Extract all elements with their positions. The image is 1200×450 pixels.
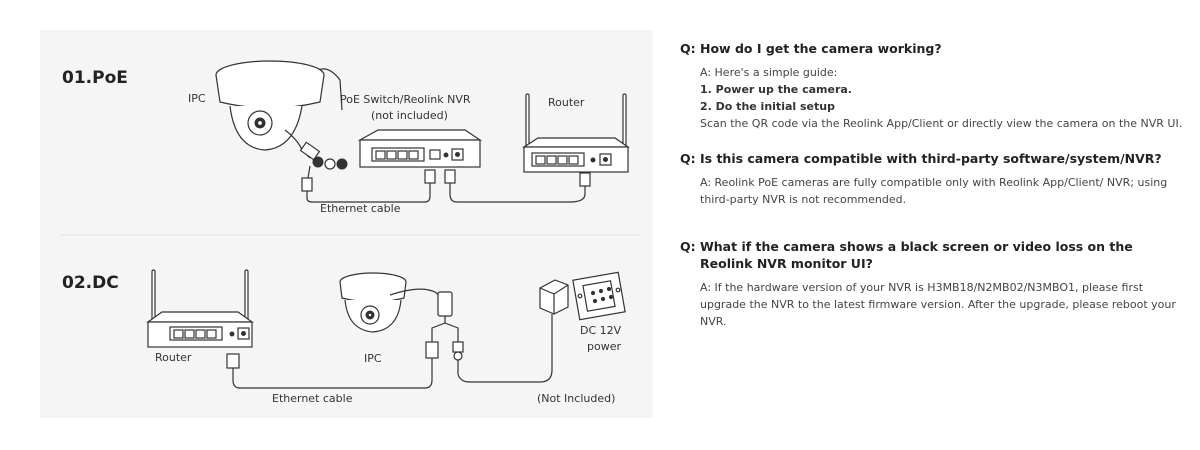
dc-router-device: [146, 269, 254, 348]
poe-section-title: 01.PoE: [62, 68, 128, 88]
answer-step-2: 2. Do the initial setup: [700, 100, 835, 113]
diagram-svg: 01.PoE IPC PoE Switch/Reolink NVR (not i…: [60, 60, 640, 405]
poe-cable-label: Ethernet cable: [320, 202, 401, 215]
faq-item-black-screen: Q: What if the camera shows a black scre…: [680, 238, 1185, 330]
poe-switch-device: [357, 129, 482, 168]
connection-diagram: 01.PoE IPC PoE Switch/Reolink NVR (not i…: [40, 30, 653, 418]
dc-ipc-label: IPC: [364, 352, 382, 365]
dc-cables: [226, 314, 553, 389]
dc-router-label: Router: [155, 351, 192, 364]
dc-power-adapter: [539, 271, 626, 321]
faq-answer: A: Here's a simple guide: 1. Power up th…: [680, 64, 1185, 132]
answer-line: Scan the QR code via the Reolink App/Cli…: [700, 117, 1183, 130]
faq-item-getting-started: Q: How do I get the camera working? A: H…: [680, 40, 1185, 132]
dc-section-title: 02.DC: [62, 273, 119, 293]
dc-ipc-camera: [339, 272, 464, 361]
poe-router-label: Router: [548, 96, 585, 109]
question-text: Is this camera compatible with third-par…: [700, 151, 1162, 166]
poe-ethernet-cables: [306, 169, 591, 203]
poe-ipc-camera: [215, 60, 348, 192]
faq-question: Q: Is this camera compatible with third-…: [680, 150, 1185, 167]
poe-switch-label-2: (not included): [371, 109, 448, 122]
faq-section: Q: How do I get the camera working? A: H…: [680, 40, 1185, 348]
answer-line: A: If the hardware version of your NVR i…: [700, 281, 1176, 328]
poe-router-device: [521, 93, 630, 173]
question-prefix: Q:: [680, 239, 696, 254]
dc-power-label-2: power: [587, 340, 621, 353]
faq-question: Q: How do I get the camera working?: [680, 40, 1185, 57]
poe-ipc-label: IPC: [188, 92, 206, 105]
faq-answer: A: If the hardware version of your NVR i…: [680, 279, 1185, 330]
answer-step-1: 1. Power up the camera.: [700, 83, 852, 96]
faq-answer: A: Reolink PoE cameras are fully compati…: [680, 174, 1185, 208]
faq-item-compatibility: Q: Is this camera compatible with third-…: [680, 150, 1185, 208]
question-text: What if the camera shows a black screen …: [700, 239, 1133, 271]
question-text: How do I get the camera working?: [700, 41, 942, 56]
faq-question: Q: What if the camera shows a black scre…: [680, 238, 1185, 272]
answer-line: A: Reolink PoE cameras are fully compati…: [700, 176, 1168, 206]
poe-switch-label-1: PoE Switch/Reolink NVR: [340, 93, 471, 106]
dc-cable-label: Ethernet cable: [272, 392, 353, 405]
dc-power-label-1: DC 12V: [580, 324, 622, 337]
question-prefix: Q:: [680, 151, 696, 166]
dc-not-included-label: (Not Included): [537, 392, 615, 405]
answer-line: A: Here's a simple guide:: [700, 66, 838, 79]
question-prefix: Q:: [680, 41, 696, 56]
